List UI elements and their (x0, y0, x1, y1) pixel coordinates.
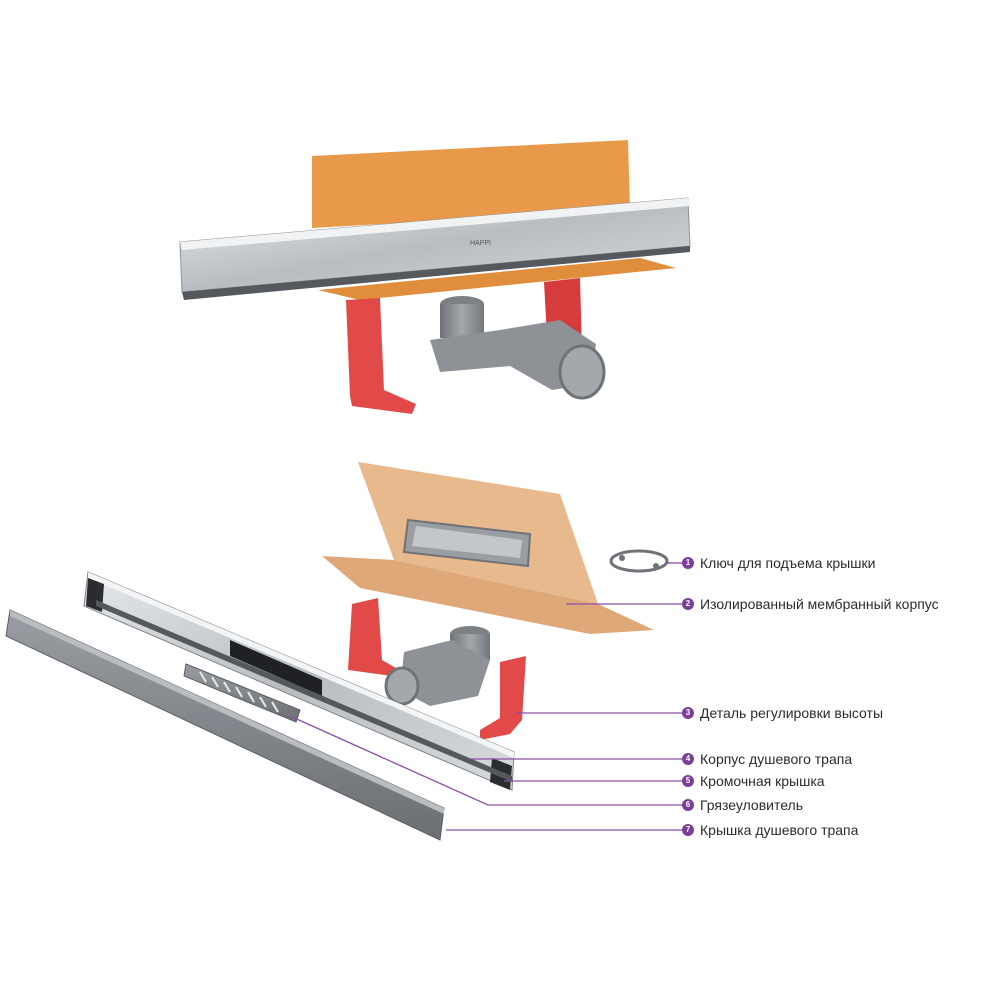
callout-5-badge: 5 (682, 775, 694, 787)
lifting-key (609, 549, 669, 573)
callout-5-label: Кромочная крышка (700, 773, 825, 789)
callout-6-badge: 6 (682, 799, 694, 811)
membrane-floor-flap (318, 258, 676, 300)
assembled-logo: HAPPI (470, 240, 491, 247)
assembled-drain: HAPPI (179, 140, 691, 414)
housing-drain-box-inner (412, 526, 522, 558)
drain-channel-slot (230, 640, 322, 696)
leader-6 (289, 715, 682, 806)
callout-4-badge: 4 (682, 753, 694, 765)
membrane-back-panel (312, 140, 630, 228)
height-support-right (480, 656, 526, 740)
edge-cover-strip (96, 600, 512, 782)
callout-3-badge: 3 (682, 707, 694, 719)
siphon-outlet (558, 344, 606, 400)
drain-channel-top-edge (88, 572, 514, 758)
siphon-elbow (430, 320, 596, 390)
exploded-parts (5, 462, 669, 841)
dirt-trap (183, 663, 301, 723)
callout-7-label: Крышка душевого трапа (700, 822, 859, 838)
siphon-body (400, 640, 490, 706)
cover-bar-underside (182, 246, 690, 300)
outlet-pipe (440, 304, 484, 338)
membrane-housing-floor (322, 556, 654, 634)
height-support-left (348, 598, 396, 676)
callout-2-badge: 2 (682, 598, 694, 610)
drain-cover-plate (5, 609, 445, 841)
cover-bar-top (180, 198, 690, 250)
callout-3-label: Деталь регулировки высоты (700, 705, 884, 721)
callout-6-label: Грязеуловитель (700, 797, 803, 813)
support-leg-left (346, 298, 416, 414)
drain-cover-plate-top (10, 610, 444, 814)
callout-1-label: Ключ для подъема крышки (700, 555, 876, 571)
callout-2-label: Изолированный мембранный корпус (700, 596, 939, 612)
callout-1-badge: 1 (682, 557, 694, 569)
callout-7-badge: 7 (682, 824, 694, 836)
callout-4-label: Корпус душевого трапа (700, 751, 853, 767)
siphon-outlet-exploded (384, 666, 420, 706)
leader-lines (289, 562, 682, 831)
